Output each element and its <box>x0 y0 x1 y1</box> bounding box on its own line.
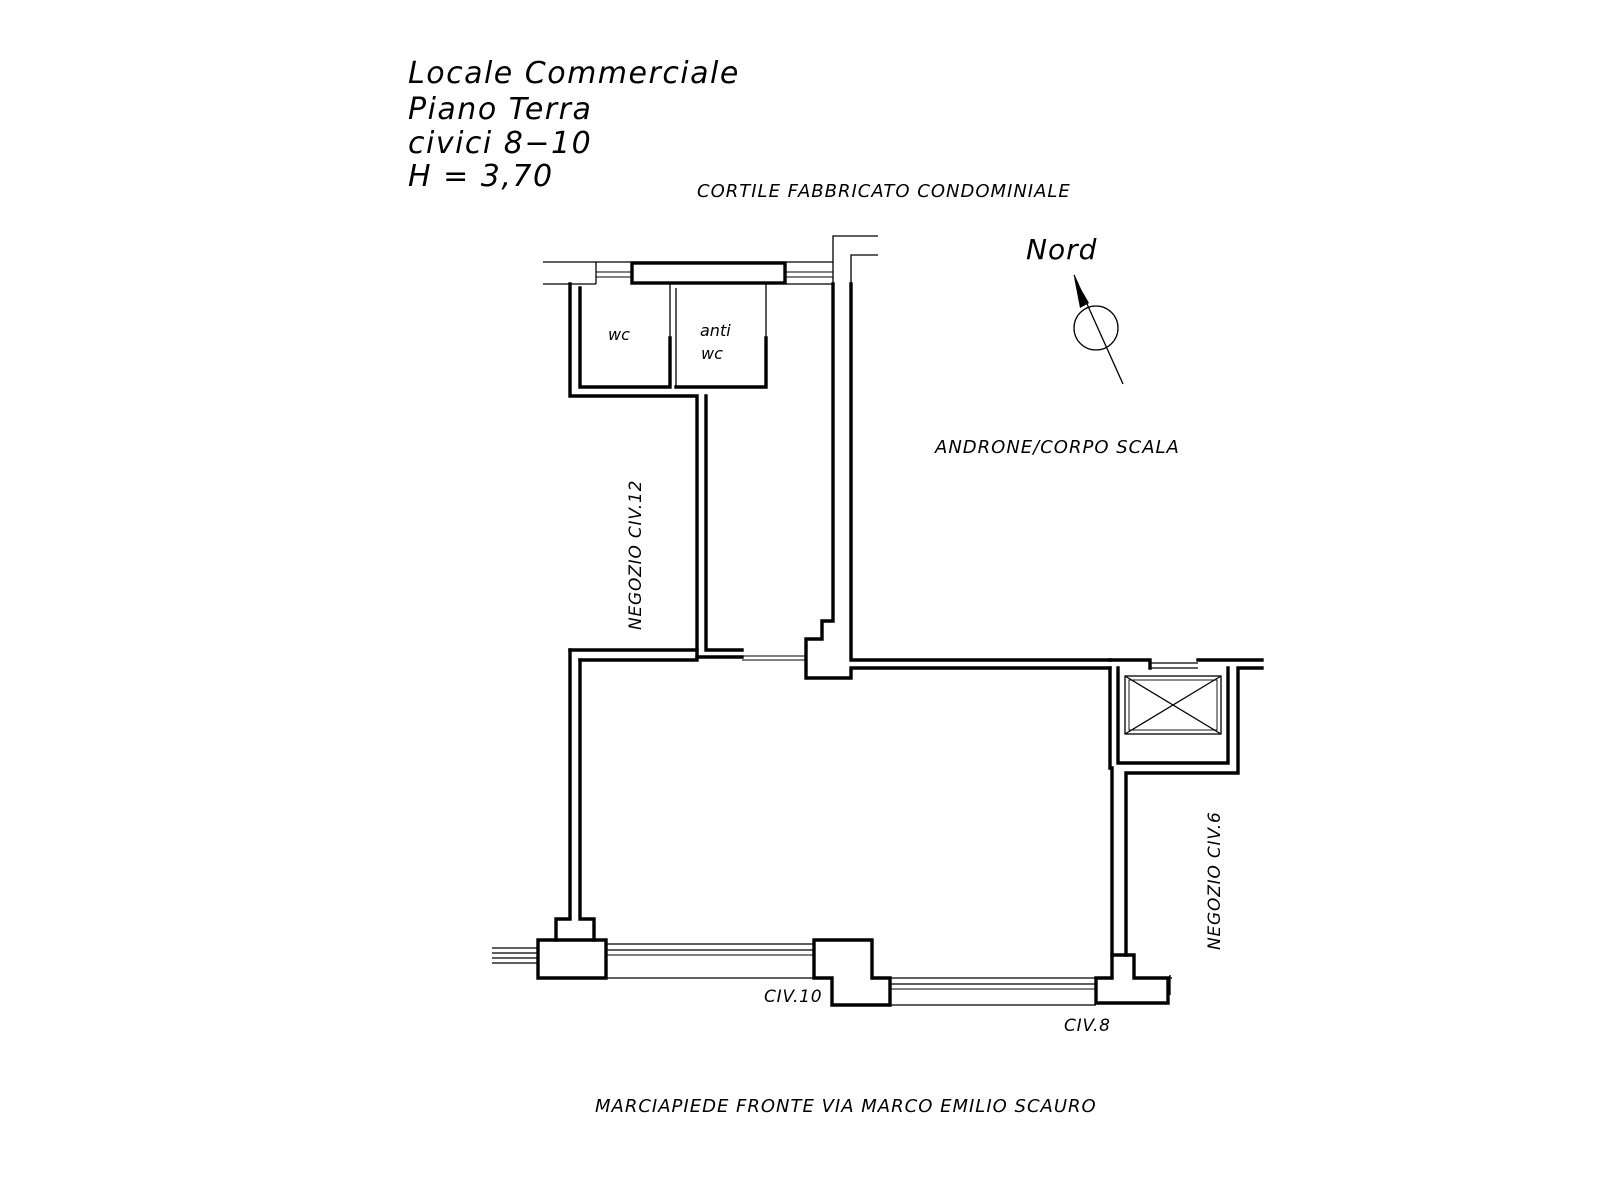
title-line-2: Piano Terra <box>408 92 592 127</box>
label-atrium: ANDRONE/CORPO SCALA <box>934 437 1180 458</box>
label-anti-wc: wc <box>701 344 723 363</box>
title-block: Locale Commerciale Piano Terra civici 8−… <box>408 56 740 194</box>
label-shop-civ-12: NEGOZIO CIV.12 <box>626 480 646 630</box>
label-courtyard: CORTILE FABBRICATO CONDOMINIALE <box>697 181 1071 202</box>
label-anti: anti <box>700 321 731 340</box>
walls <box>492 235 1264 1007</box>
label-shop-civ-6: NEGOZIO CIV.6 <box>1205 811 1225 950</box>
label-sidewalk: MARCIAPIEDE FRONTE VIA MARCO EMILIO SCAU… <box>595 1096 1097 1117</box>
north-arrow-icon: Nord <box>1026 233 1124 385</box>
label-wc: wc <box>608 325 630 344</box>
label-civ-10: CIV.10 <box>764 987 822 1007</box>
compass-label: Nord <box>1026 233 1097 266</box>
crossed-box-shaft-icon <box>1124 675 1222 735</box>
title-line-1: Locale Commerciale <box>408 56 740 91</box>
title-line-3: civici 8−10 <box>408 126 592 161</box>
label-civ-8: CIV.8 <box>1064 1016 1111 1036</box>
title-line-4: H = 3,70 <box>408 159 554 194</box>
